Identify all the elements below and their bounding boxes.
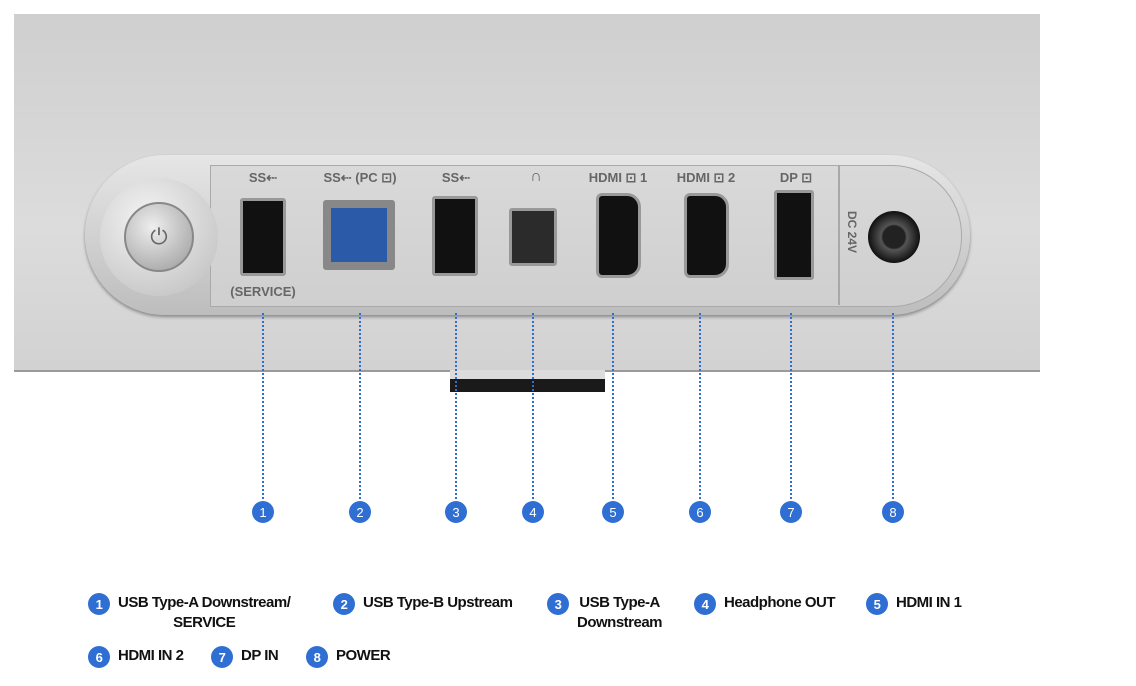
legend-item-5: 5 HDMI IN 1: [866, 593, 962, 615]
legend-label: POWER: [336, 647, 391, 664]
legend-item-3: 3 USB Type-A Downstream: [547, 593, 663, 633]
usb-a-service-port: [240, 198, 286, 276]
legend-label: Headphone OUT: [724, 594, 836, 611]
legend-label: HDMI IN 1: [896, 594, 962, 611]
legend-label: USB Type-A Downstream: [577, 594, 663, 631]
legend-label: HDMI IN 2: [118, 647, 184, 664]
legend-item-4: 4 Headphone OUT: [694, 593, 836, 615]
service-label: (SERVICE): [230, 284, 296, 299]
panel-divider: [838, 165, 840, 305]
callout-3: 3: [445, 501, 467, 523]
callout-2: 2: [349, 501, 371, 523]
legend-number: 4: [694, 593, 716, 615]
hdmi2-label: HDMI ⊡ 2: [676, 170, 736, 185]
callout-line: [612, 313, 614, 499]
legend-label: USB Type-A Downstream/ SERVICE: [118, 594, 291, 631]
dp-port: [774, 190, 814, 280]
legend-number: 1: [88, 593, 110, 615]
callout-6: 6: [689, 501, 711, 523]
callout-line: [532, 313, 534, 499]
usb1-label: SS⇠: [248, 170, 278, 185]
hdmi1-label: HDMI ⊡ 1: [588, 170, 648, 185]
usb-b-port: [323, 200, 395, 270]
stand-mount: [450, 370, 605, 392]
legend-number: 6: [88, 646, 110, 668]
power-button[interactable]: ⏻: [124, 202, 194, 272]
callout-7: 7: [780, 501, 802, 523]
callout-line: [699, 313, 701, 499]
callout-1: 1: [252, 501, 274, 523]
callout-5: 5: [602, 501, 624, 523]
usb3-label: SS⇠: [441, 170, 471, 185]
hdmi1-port: [596, 193, 641, 278]
legend-label: USB Type-B Upstream: [363, 594, 513, 611]
legend-item-2: 2 USB Type-B Upstream: [333, 593, 513, 615]
callout-4: 4: [522, 501, 544, 523]
callout-line: [262, 313, 264, 499]
callout-line: [455, 313, 457, 499]
legend-number: 2: [333, 593, 355, 615]
hdmi2-port: [684, 193, 729, 278]
power-icon: ⏻: [150, 224, 168, 249]
legend-item-7: 7 DP IN: [211, 646, 279, 668]
legend-item-8: 8 POWER: [306, 646, 391, 668]
dp-label: DP ⊡: [779, 170, 813, 185]
callout-8: 8: [882, 501, 904, 523]
dc-label: DC 24V: [845, 210, 859, 254]
callout-line: [892, 313, 894, 499]
legend-label: DP IN: [241, 647, 279, 664]
legend-item-6: 6 HDMI IN 2: [88, 646, 184, 668]
legend-number: 3: [547, 593, 569, 615]
dc-power-jack: [868, 211, 920, 263]
usb-a-port: [432, 196, 478, 276]
headphone-jack: [509, 208, 557, 266]
callout-line: [790, 313, 792, 499]
legend-number: 5: [866, 593, 888, 615]
callout-line: [359, 313, 361, 499]
legend-number: 7: [211, 646, 233, 668]
usb2-label: SS⇠ (PC ⊡): [323, 170, 397, 185]
headphone-icon: ∩: [530, 168, 542, 185]
legend-item-1: 1 USB Type-A Downstream/ SERVICE: [88, 593, 291, 633]
legend-number: 8: [306, 646, 328, 668]
